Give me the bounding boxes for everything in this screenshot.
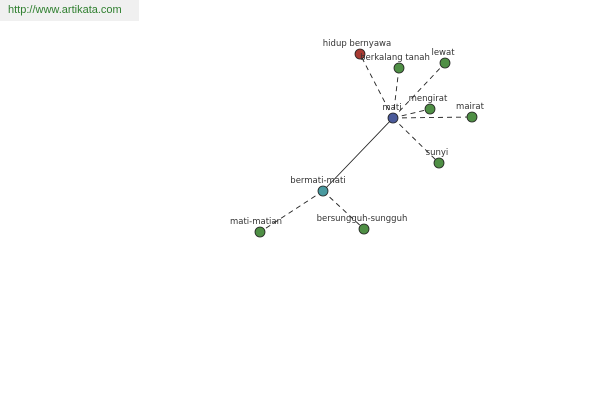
node-mairat[interactable] — [466, 111, 478, 123]
edge-mati-hidup — [359, 53, 394, 119]
edge-mati-mairat — [392, 116, 473, 119]
node-bersungguh[interactable] — [358, 223, 370, 235]
node-berkalang[interactable] — [393, 62, 405, 74]
node-sunyi[interactable] — [433, 157, 445, 169]
edge-mati-bermati — [322, 117, 394, 192]
edge-bermati-matimatian — [259, 190, 324, 233]
edge-mati-mengirat — [392, 108, 431, 119]
node-label-mairat: mairat — [456, 102, 485, 112]
node-label-matimatian: mati-matian — [230, 217, 282, 227]
node-label-bersungguh: bersungguh-sungguh — [317, 214, 408, 224]
node-label-bermati: bermati-mati — [290, 176, 345, 186]
node-mati[interactable] — [387, 112, 399, 124]
node-matimatian[interactable] — [254, 226, 266, 238]
node-label-sunyi: sunyi — [426, 148, 449, 158]
node-label-lewat: lewat — [431, 48, 455, 58]
node-mengirat[interactable] — [424, 103, 436, 115]
node-lewat[interactable] — [439, 57, 451, 69]
node-bermati[interactable] — [317, 185, 329, 197]
node-hidup[interactable] — [354, 48, 366, 60]
node-label-mengirat: mengirat — [409, 94, 448, 104]
node-label-berkalang: berkalang tanah — [360, 53, 430, 63]
watermark-url: http://www.artikata.com — [0, 0, 139, 21]
edge-mati-lewat — [392, 62, 446, 119]
edge-mati-sunyi — [392, 117, 440, 164]
node-label-hidup: hidup bernyawa — [323, 39, 391, 49]
node-label-mati: mati — [382, 103, 401, 113]
edge-bermati-bersungguh — [322, 190, 365, 230]
